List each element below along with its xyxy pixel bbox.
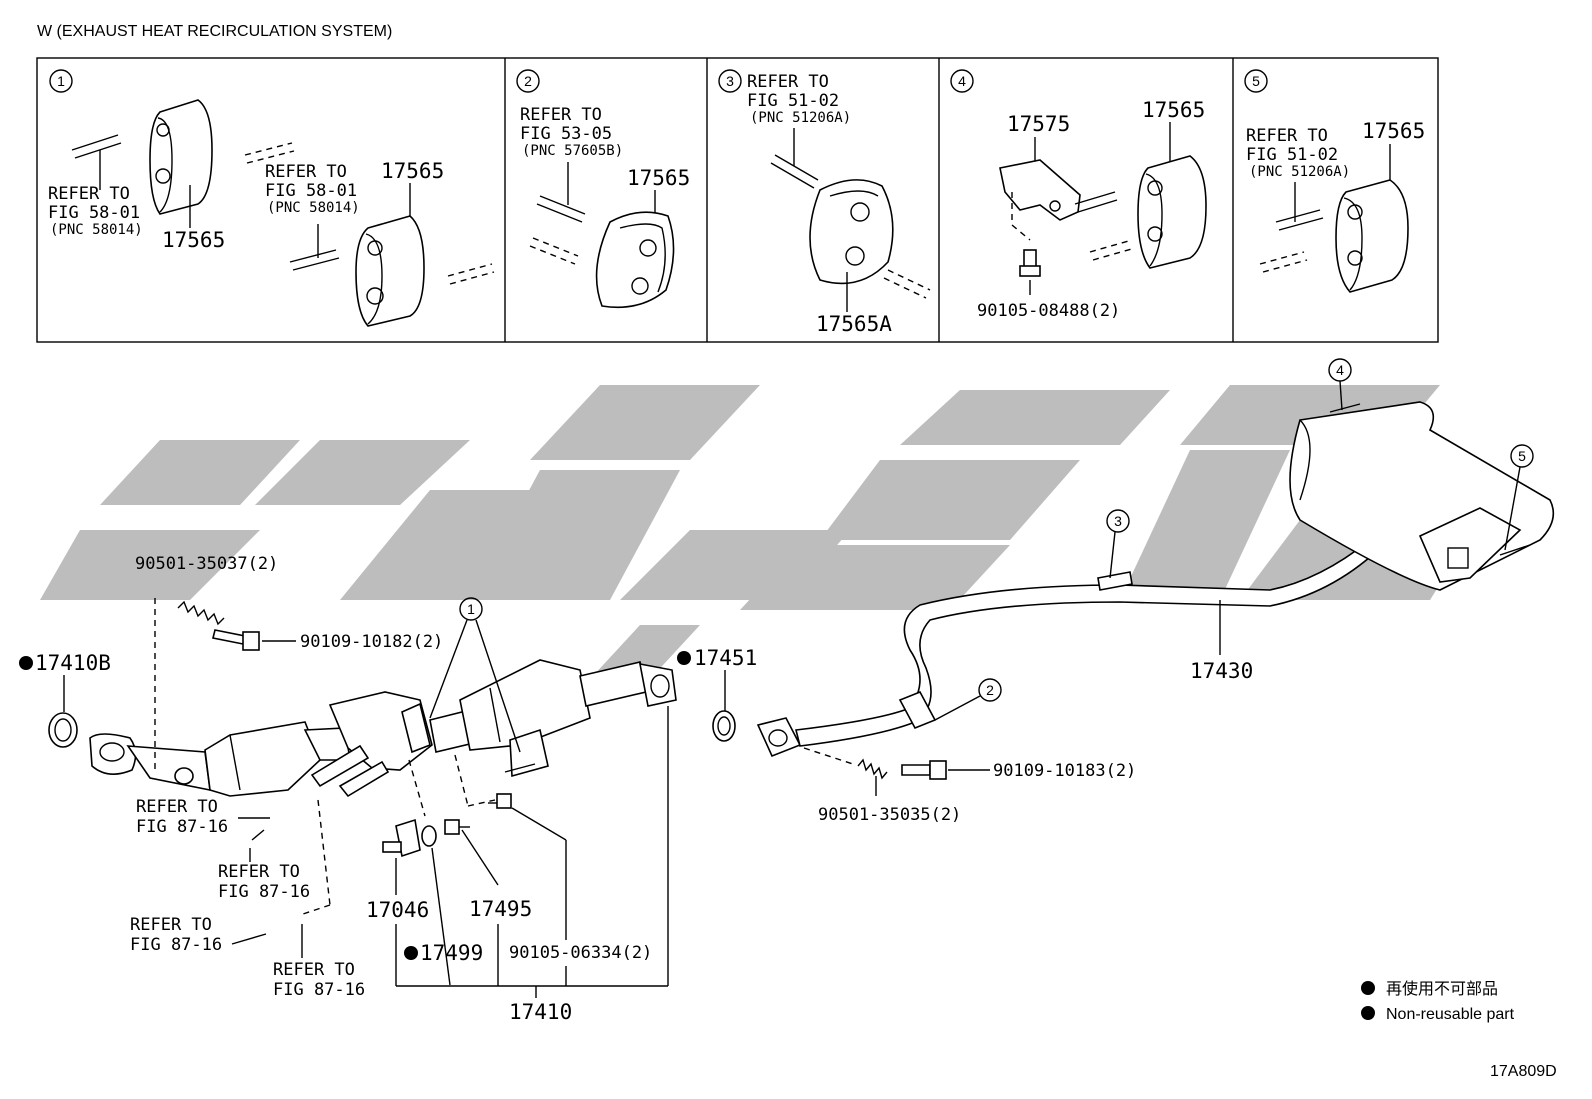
rubber-hanger xyxy=(809,179,894,285)
svg-text:3: 3 xyxy=(1114,513,1122,529)
fig-87-16-b: FIG 87-16 xyxy=(218,882,310,902)
bolt xyxy=(901,760,947,780)
panel-1-ref-b-3: (PNC 58014) xyxy=(267,200,360,216)
detail-table xyxy=(36,57,1439,343)
fig-87-16-a: FIG 87-16 xyxy=(136,817,228,837)
rubber-hanger xyxy=(1335,179,1409,293)
panel-2-ref-1: REFER TO xyxy=(520,105,602,125)
bracket xyxy=(999,159,1118,221)
rubber-hanger xyxy=(149,99,213,215)
rubber-hanger xyxy=(355,215,425,327)
part-number-90109-10183: 90109-10183(2) xyxy=(993,761,1136,781)
legend-dot xyxy=(1361,1006,1375,1020)
fig-87-16-d: FIG 87-16 xyxy=(273,980,365,1000)
panel-4-number: 4 xyxy=(958,73,966,89)
gasket-ring xyxy=(421,825,437,847)
part-number-90105-08488: 90105-08488(2) xyxy=(977,301,1120,321)
panel-2-ref-2: FIG 53-05 xyxy=(520,124,612,144)
figure-code: 17A809D xyxy=(1490,1063,1557,1080)
refer-to-b: REFER TO xyxy=(218,862,300,882)
panel-3-ref-2: FIG 51-02 xyxy=(747,91,839,111)
part-number-17565-c: 17565 xyxy=(627,166,690,190)
panel-1-ref-b-2: FIG 58-01 xyxy=(265,181,357,201)
panel-1-ref-a-2: FIG 58-01 xyxy=(48,203,140,223)
part-number-17495: 17495 xyxy=(469,897,532,921)
svg-text:2: 2 xyxy=(986,682,994,698)
page-title: W (EXHAUST HEAT RECIRCULATION SYSTEM) xyxy=(37,23,392,40)
panel-1: 1 REFER TO FIG 58-01 (PNC 58014) 17565 R… xyxy=(48,69,495,327)
part-number-90105-06334: 90105-06334(2) xyxy=(509,943,652,963)
panel-2-number: 2 xyxy=(524,73,532,89)
panel-2-ref-3: (PNC 57605B) xyxy=(522,143,623,159)
panel-3-ref-1: REFER TO xyxy=(747,72,829,92)
legend: 再使用不可部品 Non-reusable part xyxy=(1361,980,1515,1023)
refer-to-d: REFER TO xyxy=(273,960,355,980)
svg-text:4: 4 xyxy=(1336,362,1344,378)
part-number-17565-a: 17565 xyxy=(162,228,225,252)
panel-1-ref-b-1: REFER TO xyxy=(265,162,347,182)
part-number-90501-35035: 90501-35035(2) xyxy=(818,805,961,825)
gasket xyxy=(48,712,78,748)
panel-5-ref-3: (PNC 51206A) xyxy=(1249,164,1350,180)
part-number-17451: 17451 xyxy=(694,646,757,670)
panel-1-ref-a-1: REFER TO xyxy=(48,184,130,204)
callout-5: 5 xyxy=(1504,444,1534,551)
panel-1-ref-a-3: (PNC 58014) xyxy=(50,222,143,238)
bolt xyxy=(444,819,470,835)
spring xyxy=(857,758,888,780)
callout-4: 4 xyxy=(1328,358,1352,411)
callout-2: 2 xyxy=(934,678,1002,721)
tail-pipe-assembly xyxy=(756,401,1555,758)
part-number-17430: 17430 xyxy=(1190,659,1253,683)
bolt xyxy=(1019,249,1041,277)
legend-jp: 再使用不可部品 xyxy=(1386,980,1498,998)
svg-text:1: 1 xyxy=(467,601,475,617)
fig-87-16-c: FIG 87-16 xyxy=(130,935,222,955)
rubber-hanger xyxy=(1137,155,1207,269)
part-number-17410: 17410 xyxy=(509,1000,572,1024)
panel-5: 5 REFER TO FIG 51-02 (PNC 51206A) 17565 xyxy=(1244,69,1425,293)
front-pipe-assembly xyxy=(89,659,677,798)
legend-dot xyxy=(1361,981,1375,995)
panel-3: 3 REFER TO FIG 51-02 (PNC 51206A) 17565A xyxy=(718,69,931,336)
refer-to-c: REFER TO xyxy=(130,915,212,935)
rubber-hanger xyxy=(595,211,675,309)
gasket xyxy=(712,710,736,742)
panel-5-ref-2: FIG 51-02 xyxy=(1246,145,1338,165)
refer-to-a: REFER TO xyxy=(136,797,218,817)
bolt xyxy=(488,793,512,809)
sensor xyxy=(382,818,421,858)
part-number-17046: 17046 xyxy=(366,898,429,922)
part-number-17410B: 17410B xyxy=(35,651,111,675)
non-reusable-mark xyxy=(19,656,33,670)
non-reusable-mark xyxy=(404,946,418,960)
callout-1: 1 xyxy=(429,597,521,753)
panel-5-ref-1: REFER TO xyxy=(1246,126,1328,146)
part-number-17575: 17575 xyxy=(1007,112,1070,136)
bolt xyxy=(212,629,260,651)
spring xyxy=(177,600,225,626)
part-number-17565-e: 17565 xyxy=(1362,119,1425,143)
panel-1-number: 1 xyxy=(57,73,65,89)
panel-3-number: 3 xyxy=(726,73,734,89)
legend-en: Non-reusable part xyxy=(1386,1006,1515,1023)
part-number-17499: 17499 xyxy=(420,941,483,965)
part-number-17565-b: 17565 xyxy=(381,159,444,183)
watermark-logo xyxy=(40,385,1480,690)
part-number-90109-10182: 90109-10182(2) xyxy=(300,632,443,652)
callout-3: 3 xyxy=(1106,509,1130,579)
part-number-17565A: 17565A xyxy=(816,312,892,336)
svg-text:5: 5 xyxy=(1518,448,1526,464)
panel-3-ref-3: (PNC 51206A) xyxy=(750,110,851,126)
panel-4: 4 17575 90105-08488(2) 17565 xyxy=(950,69,1207,321)
panel-2: 2 REFER TO FIG 53-05 (PNC 57605B) 17565 xyxy=(516,69,690,309)
part-number-17565-d: 17565 xyxy=(1142,98,1205,122)
panel-5-number: 5 xyxy=(1252,73,1260,89)
non-reusable-mark xyxy=(677,651,691,665)
part-number-90501-35037: 90501-35037(2) xyxy=(135,554,278,574)
